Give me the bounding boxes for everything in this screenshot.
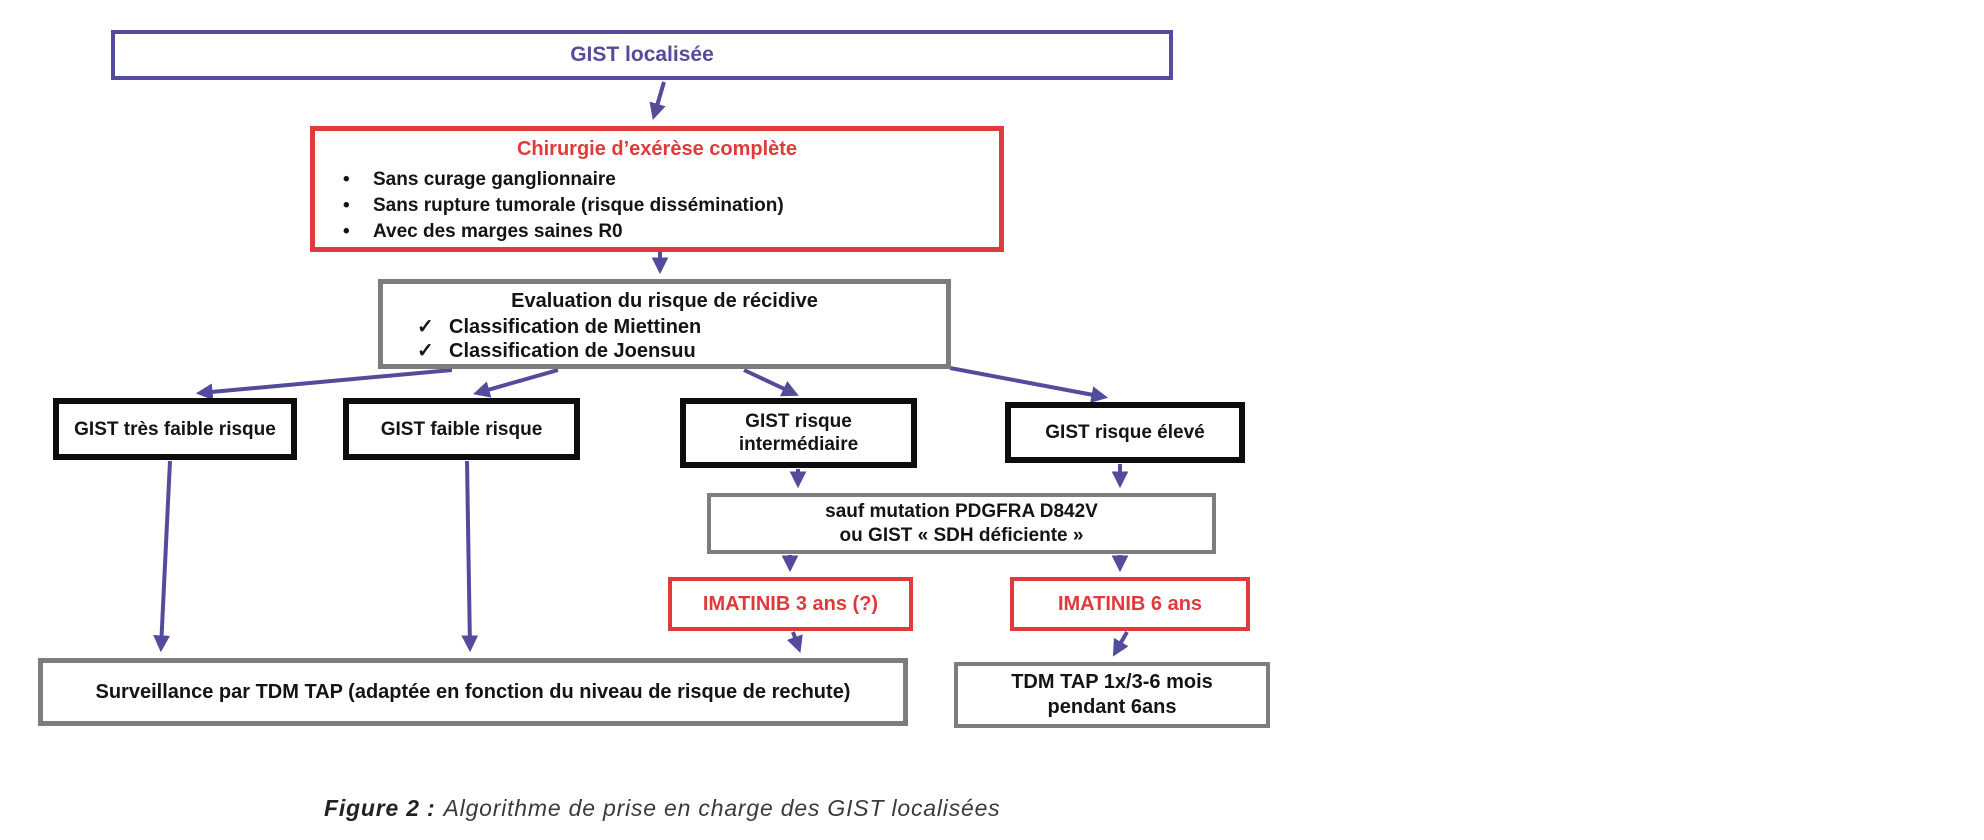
node-surveillance-label: Surveillance par TDM TAP (adaptée en fon… [95,680,851,703]
chirurgie-bullet-text: Sans curage ganglionnaire [373,169,616,190]
evaluation-check-row: ✓ Classification de Miettinen [383,315,946,339]
arrow-imatinib3-to-surveillance [786,631,803,653]
figure-caption: Figure 2 : Algorithme de prise en charge … [324,795,1000,822]
arrow-evaluation-to-tres-faible [195,368,453,401]
chirurgie-bullet-text: Avec des marges saines R0 [373,221,623,242]
chirurgie-bullet-row: • Sans curage ganglionnaire [315,167,999,193]
node-chirurgie: Chirurgie d’exérèse complète • Sans curag… [310,126,1004,252]
node-exception-line2: ou GIST « SDH déficiente » [839,524,1084,546]
arrow-evaluation-to-intermediaire [743,368,799,397]
node-tdm-line1: TDM TAP 1x/3-6 mois [1011,671,1213,693]
node-exception-line1: sauf mutation PDGFRA D842V [825,500,1098,522]
evaluation-item-text: Classification de Joensuu [449,340,696,362]
node-surveillance: Surveillance par TDM TAP (adaptée en fon… [38,658,908,726]
node-gist-intermediaire-line1: GIST risque [745,411,852,432]
figure-caption-label: Figure 2 : [324,795,436,821]
node-tdm-line2: pendant 6ans [1047,696,1177,718]
node-gist-eleve-label: GIST risque élevé [1045,422,1205,443]
arrow-evaluation-to-eleve [949,366,1109,403]
evaluation-item-text: Classification de Miettinen [449,316,702,338]
arrow-tres-faible-to-surveillance [153,460,172,653]
chirurgie-bullet-row: • Sans rupture tumorale (risque dissémina… [315,193,999,219]
node-exception-mutation: sauf mutation PDGFRA D842V ou GIST « SDH… [707,493,1216,554]
arrow-evaluation-to-faible [472,368,559,398]
node-gist-faible-risque: GIST faible risque [343,398,580,460]
node-imatinib-6ans-label: IMATINIB 6 ans [1057,592,1203,615]
chirurgie-bullet-row: • Avec des marges saines R0 [315,219,999,245]
arrow-imatinib6-to-tdm [1112,631,1129,657]
check-icon: ✓ [417,340,434,362]
node-gist-risque-intermediaire: GIST risque intermédiaire [680,398,917,468]
node-gist-tres-faible-risque: GIST très faible risque [53,398,297,460]
node-evaluation-title: Evaluation du risque de récidive [511,290,818,312]
node-chirurgie-title: Chirurgie d’exérèse complète [516,138,798,160]
node-imatinib-6ans: IMATINIB 6 ans [1010,577,1250,631]
figure-caption-text: Algorithme de prise en charge des GIST l… [443,795,1001,821]
node-gist-risque-eleve: GIST risque élevé [1005,402,1245,463]
chirurgie-bullet-text: Sans rupture tumorale (risque disséminat… [373,195,784,216]
arrow-top-to-chirurgie [649,81,666,121]
bullet-icon: • [343,221,350,242]
arrow-faible-to-surveillance [461,460,479,653]
node-gist-faible-label: GIST faible risque [380,418,543,440]
bullet-icon: • [343,195,350,216]
bullet-icon: • [343,169,350,190]
evaluation-check-row: ✓ Classification de Joensuu [383,339,946,363]
node-imatinib-3ans: IMATINIB 3 ans (?) [668,577,913,631]
check-icon: ✓ [417,316,434,338]
node-gist-intermediaire-line2: intermédiaire [738,434,859,455]
node-gist-localisee: GIST localisée [111,30,1173,80]
node-imatinib-3ans-label: IMATINIB 3 ans (?) [702,592,879,615]
node-gist-localisee-label: GIST localisée [570,43,714,66]
node-tdm-tap: TDM TAP 1x/3-6 mois pendant 6ans [954,662,1270,728]
node-evaluation: Evaluation du risque de récidive ✓ Classi… [378,279,951,369]
node-gist-tres-faible-label: GIST très faible risque [74,418,276,440]
